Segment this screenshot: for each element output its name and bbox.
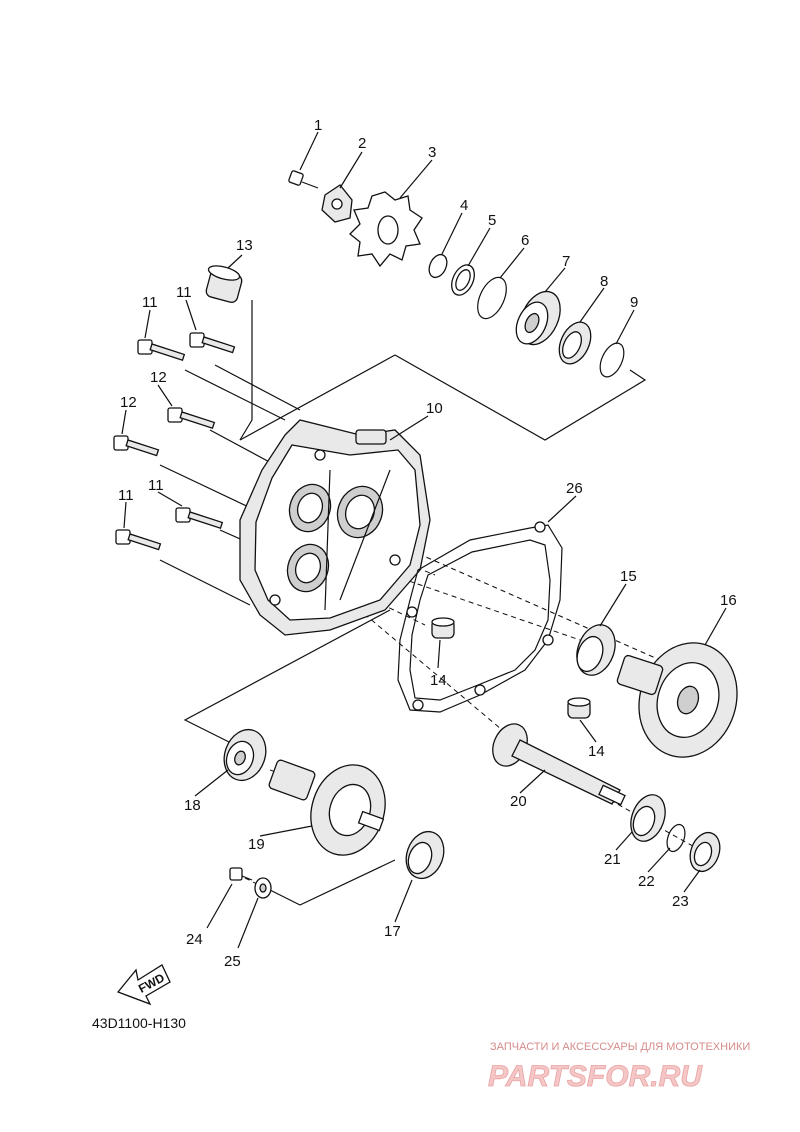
part-14-dowel-b <box>567 697 591 719</box>
part-2-lock-plate <box>321 184 353 223</box>
fwd-arrow-icon: FWD <box>116 964 171 1006</box>
part-4-circlip <box>428 253 448 279</box>
part-10-case-cover <box>239 419 431 636</box>
bolt-11-b <box>189 332 236 354</box>
part-25-washer <box>254 877 272 899</box>
callout-11-d: 11 <box>148 477 164 494</box>
part-18-bearing <box>223 728 267 782</box>
callout-2: 2 <box>358 135 366 152</box>
part-26-gasket <box>397 521 563 713</box>
callout-8: 8 <box>600 273 608 290</box>
part-20-shaft <box>492 723 626 806</box>
guide-lines <box>159 300 701 906</box>
part-21-bearing <box>630 794 666 842</box>
callout-25: 25 <box>224 953 241 970</box>
part-13-dowel <box>205 265 243 303</box>
callout-11-b: 11 <box>176 284 192 301</box>
part-14-dowel-a <box>431 617 455 639</box>
bolt-11-a <box>137 339 186 362</box>
callout-labels: 1 2 3 4 5 6 7 8 9 10 11 11 11 11 12 12 1… <box>118 117 737 970</box>
part-23-oil-seal <box>689 831 721 873</box>
callout-4: 4 <box>460 197 468 214</box>
callout-7: 7 <box>562 253 570 270</box>
diagram-code: 43D1100-H130 <box>92 1015 186 1031</box>
callout-1: 1 <box>314 117 322 134</box>
bolt-12-a <box>167 407 216 430</box>
leader-lines <box>121 131 727 949</box>
part-17-bearing <box>405 830 445 880</box>
callout-18: 18 <box>184 797 201 814</box>
callout-21: 21 <box>604 851 621 868</box>
part-5-washer <box>451 264 475 296</box>
callout-14-a: 14 <box>430 672 447 689</box>
callout-3: 3 <box>428 144 436 161</box>
part-19-gear-shaft <box>268 759 386 856</box>
callout-23: 23 <box>672 893 689 910</box>
part-22-circlip <box>666 823 686 853</box>
part-24-bolt <box>229 867 253 881</box>
part-15-needle-bearing <box>576 624 616 676</box>
callout-13: 13 <box>236 237 253 254</box>
callout-24: 24 <box>186 931 203 948</box>
callout-26: 26 <box>566 480 583 497</box>
callout-20: 20 <box>510 793 527 810</box>
part-9-circlip <box>599 342 625 378</box>
callout-16: 16 <box>720 592 737 609</box>
watermark-caption: ЗАПЧАСТИ И АКСЕССУАРЫ ДЛЯ МОТОТЕХНИКИ <box>490 1041 750 1053</box>
callout-10: 10 <box>426 400 443 417</box>
callout-22: 22 <box>638 873 655 890</box>
watermark-brand: PARTSFOR.RU <box>488 1060 703 1093</box>
part-1-bolt <box>288 170 319 189</box>
part-8-oil-seal <box>558 321 592 365</box>
callout-17: 17 <box>384 923 401 940</box>
part-6-circlip <box>477 276 507 320</box>
callout-11-c: 11 <box>118 487 134 504</box>
part-7-bearing <box>515 290 561 346</box>
callout-15: 15 <box>620 568 637 585</box>
callout-19: 19 <box>248 836 265 853</box>
callout-14-b: 14 <box>588 743 605 760</box>
bolts-11-12 <box>113 332 236 551</box>
bolt-11-d <box>115 529 162 551</box>
part-3-drive-sprocket <box>349 191 423 268</box>
callout-12-b: 12 <box>120 394 137 411</box>
callout-5: 5 <box>488 212 496 229</box>
bolt-12-b <box>113 435 160 457</box>
bolt-11-c <box>175 507 224 530</box>
part-16-gear <box>616 642 738 758</box>
callout-11-a: 11 <box>142 294 158 311</box>
callout-12-a: 12 <box>150 369 167 386</box>
callout-9: 9 <box>630 294 638 311</box>
watermark: ЗАПЧАСТИ И АКСЕССУАРЫ ДЛЯ МОТОТЕХНИКИ PA… <box>488 1041 751 1093</box>
callout-6: 6 <box>521 232 529 249</box>
